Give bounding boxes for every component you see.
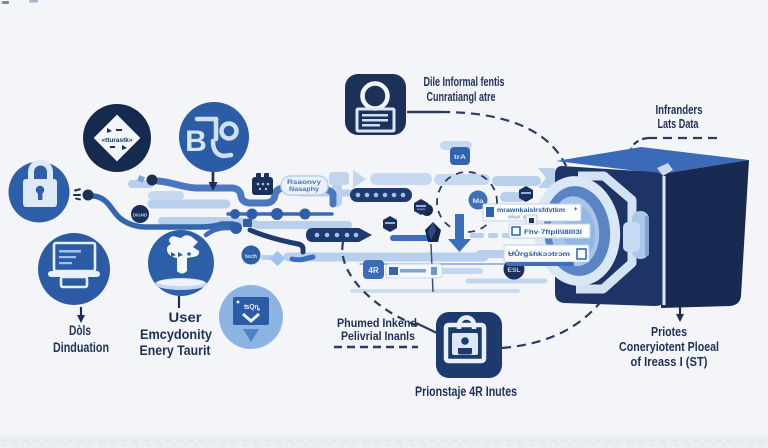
svg-text:Dile Informal fentis: Dile Informal fentis: [424, 75, 505, 89]
svg-text:Fhv·7ftpll\l8lll3l: Fhv·7ftpll\l8lll3l: [524, 229, 582, 236]
svg-text:trA: trA: [454, 154, 466, 161]
svg-text:+: +: [574, 207, 578, 213]
svg-text:Nasaphy: Nasaphy: [289, 187, 320, 193]
svg-text:ɄŮrgṡhkɔɔtrɔm: ɄŮrgṡhkɔɔtrɔm: [508, 248, 570, 258]
svg-text:mur sdvs: mur sdvs: [508, 215, 538, 221]
svg-text:of Ireass I (ST): of Ireass I (ST): [631, 354, 708, 369]
svg-text:Coneryiotent Ploeal: Coneryiotent Ploeal: [619, 339, 719, 354]
svg-text:Infranders: Infranders: [656, 102, 703, 117]
svg-text:DIGND: DIGND: [133, 213, 148, 218]
svg-text:Enery Taurit: Enery Taurit: [140, 343, 211, 358]
svg-text:mrawnkaislrsfdvtkm: mrawnkaislrsfdvtkm: [497, 208, 565, 214]
svg-text:Cunratiangl atre: Cunratiangl atre: [427, 90, 496, 104]
svg-text:Pelivrial Inanls: Pelivrial Inanls: [341, 329, 415, 343]
svg-text:Dòls: Dòls: [69, 323, 91, 338]
svg-text:Priotes: Priotes: [651, 324, 687, 339]
svg-text:B: B: [185, 125, 207, 158]
svg-text:User: User: [169, 310, 203, 325]
svg-text:Phumed Inkend: Phumed Inkend: [337, 316, 417, 330]
svg-text:Prionstaje 4R Inutes: Prionstaje 4R Inutes: [415, 383, 517, 399]
svg-text:4R: 4R: [368, 266, 378, 275]
svg-text:Emcydonity: Emcydonity: [140, 327, 212, 342]
svg-text:«tturastk»: «tturastk»: [102, 137, 133, 144]
svg-text:Dinduation: Dinduation: [53, 340, 109, 355]
svg-text:ESL: ESL: [508, 268, 521, 274]
svg-text:Lats Data: Lats Data: [658, 116, 700, 131]
svg-text:tech: tech: [245, 254, 258, 260]
svg-text:Ma: Ma: [473, 199, 485, 205]
svg-text:Rsaonvy: Rsaonvy: [287, 180, 322, 186]
svg-text:ʦQȵ: ʦQȵ: [244, 304, 260, 311]
